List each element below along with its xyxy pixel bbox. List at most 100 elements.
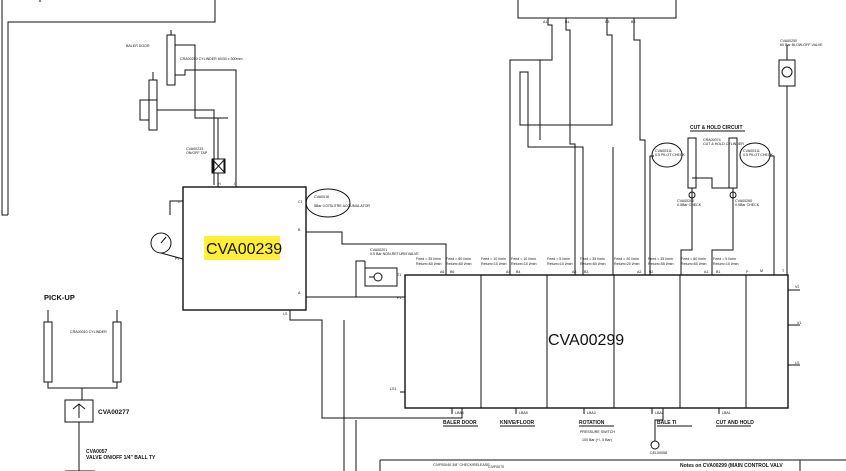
check-right-desc: 0.5Bar CHECK bbox=[735, 203, 760, 207]
check-left-code: CVA00260 bbox=[677, 199, 694, 203]
baler-pipe-4 bbox=[157, 109, 215, 185]
cut-hold-right-unit bbox=[739, 142, 771, 168]
port-c1: C1 bbox=[298, 200, 303, 204]
pressure-switch-symbol bbox=[650, 440, 660, 450]
check-left-symbol bbox=[688, 191, 696, 199]
port-ls1: LS1 bbox=[390, 387, 396, 391]
valve-port-label: P bbox=[746, 270, 749, 274]
pickup-cylinder-right bbox=[112, 321, 122, 383]
port-v1: V1 bbox=[797, 321, 801, 325]
port-ls: LS bbox=[283, 312, 288, 316]
cut-hold-right-line bbox=[770, 155, 775, 275]
ls-tag: LBA1 bbox=[722, 411, 731, 415]
port-b: B bbox=[298, 228, 301, 232]
check-right-symbol bbox=[729, 191, 737, 199]
baler-door-cylinder-bottom bbox=[148, 79, 158, 131]
feed-label: Feed = 35 l/min bbox=[416, 257, 441, 261]
port-p1-valve: P1 bbox=[397, 296, 401, 300]
ball-valve-desc: VALVE ON/OFF 1/4" BALL TY bbox=[86, 455, 156, 461]
feed-label: Feed = 5 l/min bbox=[713, 257, 736, 261]
bottom-item-2: CIVF0070 bbox=[488, 465, 504, 469]
cut-hold-right-code: CVA00311 bbox=[743, 149, 760, 153]
valve-port-label: A3 bbox=[572, 270, 576, 274]
return-label: Return=10 l/min bbox=[713, 262, 738, 266]
pickup-desc: CRA00010 CYLINDER bbox=[70, 330, 107, 334]
baler-door-desc: CRA00250 CYLINDER 60/30 x 300mm bbox=[180, 57, 243, 61]
pickup-title: PICK-UP bbox=[44, 293, 75, 302]
port-t1: T1 bbox=[397, 273, 401, 277]
port-h: H bbox=[218, 182, 221, 186]
return-label: Return=20 l/min bbox=[614, 262, 639, 266]
pressure-switch-part: CEL00058 bbox=[650, 451, 667, 455]
blow-off-valve bbox=[778, 59, 796, 87]
top-port-label-1: A1 bbox=[543, 20, 547, 24]
pipe-b1 bbox=[565, 18, 576, 275]
valve-port-label: B2 bbox=[649, 270, 653, 274]
main-block-highlight bbox=[204, 236, 280, 260]
feed-label: Feed = 10 l/min bbox=[511, 257, 536, 261]
baler-pipe-2 bbox=[175, 69, 237, 185]
main-block-label: CVA00239 bbox=[206, 241, 282, 258]
tap-symbol bbox=[212, 158, 225, 174]
pickup-connector bbox=[47, 382, 118, 389]
main-valve-label: CVA00299 bbox=[548, 332, 624, 349]
accumulator-desc: 5Bar 0.075LITRE ACCUMULATOR bbox=[314, 204, 370, 208]
return-label: Return=55 l/min bbox=[648, 262, 673, 266]
pipe-a1 bbox=[509, 18, 553, 275]
left-top-pipe bbox=[7, 0, 216, 215]
blow-off-ball bbox=[781, 66, 793, 78]
notes-title: Notes on CVA00299 (MAIN CONTROL VALV bbox=[680, 463, 783, 469]
ball-valve-code: CVA0057 bbox=[86, 449, 108, 455]
cut-hold-cylinder-desc: CUT & HOLD CYLINDER bbox=[703, 142, 744, 146]
main-block-cva00239 bbox=[182, 186, 307, 311]
feed-label: Feed = 35 l/min bbox=[580, 257, 605, 261]
top-port-label-2: B1 bbox=[565, 20, 569, 24]
gauge-line bbox=[160, 252, 184, 260]
left-frame-line bbox=[1, 0, 8, 216]
non-return-valve bbox=[364, 267, 398, 287]
valve-port-label: A4 bbox=[506, 270, 510, 274]
return-label: Return=60 l/min bbox=[416, 262, 441, 266]
cut-hold-left-unit bbox=[651, 142, 683, 168]
return-label: Return=10 l/min bbox=[511, 262, 536, 266]
ls-tag: LBA2 bbox=[655, 411, 664, 415]
cut-hold-left-desc: 0.5 PILOT CHECK bbox=[655, 153, 685, 157]
cut-hold-cylinder-left bbox=[687, 137, 697, 189]
non-return-desc: 0.5 Bar NON-RETURN VALVE bbox=[370, 252, 419, 256]
non-return-code: CVA00201 bbox=[370, 248, 387, 252]
pipe-b3 bbox=[633, 18, 646, 275]
port-p1: P1 bbox=[175, 257, 179, 261]
return-label: Return=60 l/min bbox=[681, 262, 706, 266]
return-label: Return=10 l/min bbox=[547, 262, 572, 266]
pipe-b-to-valve bbox=[306, 231, 447, 275]
baler-pipe-1 bbox=[175, 44, 228, 119]
feed-label: Feed = 60 l/min bbox=[681, 257, 706, 261]
ls-tag: LBA5 bbox=[519, 411, 528, 415]
accumulator bbox=[305, 188, 351, 218]
port-t: T bbox=[782, 269, 785, 273]
valve-port-label: A1 bbox=[704, 270, 708, 274]
valve-port-label: B6 bbox=[450, 270, 454, 274]
check-right-code: CVA00260 bbox=[735, 199, 752, 203]
pipe-a-to-check bbox=[306, 260, 365, 298]
valve-port-label: B3 bbox=[584, 270, 588, 274]
top-port-label-4: B3 bbox=[631, 20, 635, 24]
return-label: Return=10 l/min bbox=[481, 262, 506, 266]
port-c-stub bbox=[169, 200, 183, 215]
section-label: KNIVE/FLOOR bbox=[500, 420, 535, 426]
section-label: BALE TI bbox=[657, 420, 677, 426]
valve-port-label: A2 bbox=[637, 270, 641, 274]
port-v2: V2 bbox=[795, 285, 799, 289]
cut-hold-pipe-left bbox=[680, 188, 693, 275]
port-g: G bbox=[234, 182, 237, 186]
feed-label: Feed = 10 l/min bbox=[481, 257, 506, 261]
pressure-switch-line bbox=[654, 408, 664, 441]
non-return-ball bbox=[373, 272, 383, 282]
blow-off-code: CVA00250 bbox=[780, 39, 797, 43]
ls-tag: LBA6 bbox=[455, 411, 464, 415]
cut-hold-right-desc: 0.5 PILOT CHECK bbox=[743, 153, 773, 157]
section-label: CUT AND HOLD bbox=[716, 420, 754, 426]
